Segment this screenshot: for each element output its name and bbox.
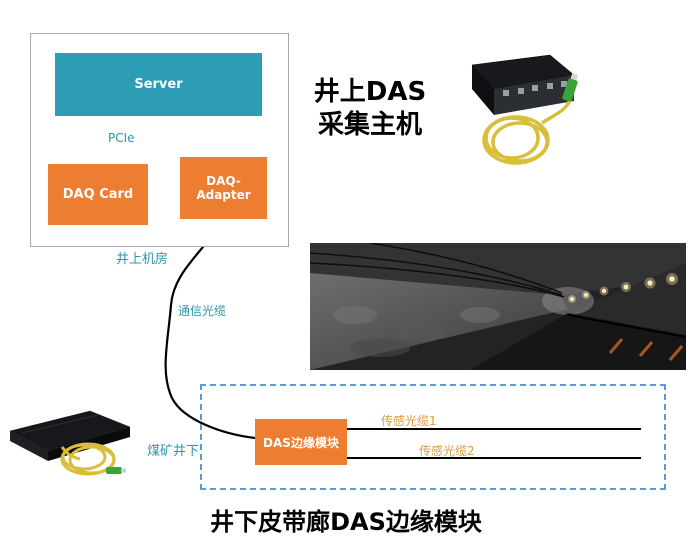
sensing-cable-1-label: 传感光缆1 bbox=[381, 414, 437, 428]
server-box: Server bbox=[55, 53, 262, 116]
surface-title: 井上DAS 采集主机 bbox=[300, 76, 440, 141]
das-host-photo bbox=[450, 45, 592, 183]
surface-title-line2: 采集主机 bbox=[317, 109, 422, 140]
tunnel-photo bbox=[310, 243, 686, 370]
daq-card-box: DAQ Card bbox=[48, 164, 148, 225]
edge-module-dashed-box bbox=[200, 384, 666, 490]
pcie-label: PCIe bbox=[108, 131, 135, 145]
edge-module-box: DAS边缘模块 bbox=[255, 419, 347, 465]
surface-room-label: 井上机房 bbox=[116, 252, 169, 267]
edge-device-photo bbox=[2, 397, 148, 485]
sensing-cable-2-label: 传感光缆2 bbox=[419, 444, 475, 458]
bottom-title: 井下皮带廊DAS边缘模块 bbox=[210, 508, 482, 536]
comm-cable-label: 通信光缆 bbox=[178, 304, 227, 318]
mine-site-label: 煤矿井下 bbox=[147, 444, 200, 459]
daq-adapter-box: DAQ-Adapter bbox=[180, 157, 267, 219]
surface-title-line1: 井上DAS bbox=[313, 77, 427, 107]
comm-cable-line bbox=[164, 218, 256, 440]
